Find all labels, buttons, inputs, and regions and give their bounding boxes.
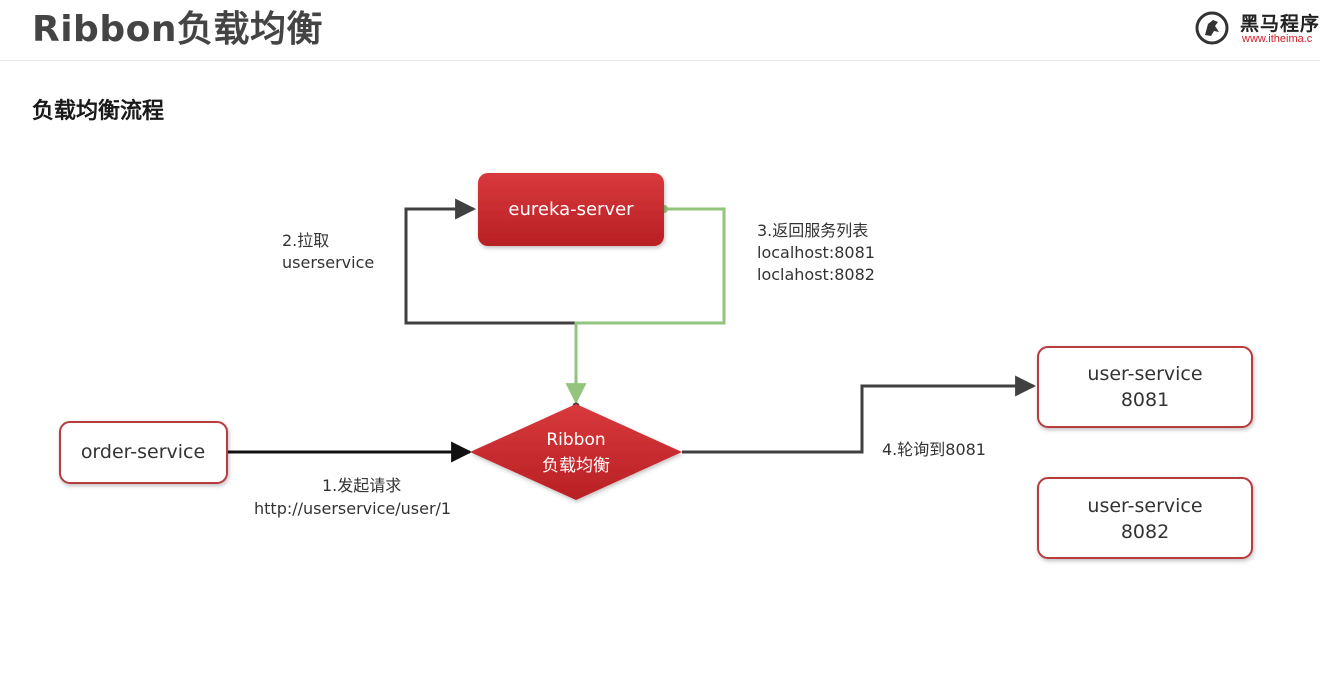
port-8082-label: 8082 xyxy=(1121,521,1169,543)
step2-label: 2.拉取 xyxy=(282,231,329,250)
step1-label: 1.发起请求 xyxy=(322,476,401,495)
return-list-arrow xyxy=(565,207,726,405)
logo-url: www.itheima.c xyxy=(1242,33,1313,45)
user-service-8082-node: user-service 8082 xyxy=(1037,477,1253,559)
slide-header: Ribbon负载均衡 黑马程序 www.itheima.c xyxy=(0,0,1320,60)
user-service-label: user-service xyxy=(1087,495,1202,517)
ribbon-label: Ribbon xyxy=(546,430,605,450)
step1-url-label: http://userservice/user/1 xyxy=(254,499,451,518)
section-title: 负载均衡流程 xyxy=(32,99,165,124)
header-divider xyxy=(0,60,1320,61)
user-service-8081-node: user-service 8081 xyxy=(1037,346,1253,428)
step2-service-label: userservice xyxy=(282,253,374,272)
load-balance-label: 负载均衡 xyxy=(542,456,610,476)
order-service-node: order-service xyxy=(59,421,228,484)
page-title: Ribbon负载均衡 xyxy=(32,9,323,50)
logo-name: 黑马程序 xyxy=(1240,13,1320,35)
step3-host2-label: loclahost:8082 xyxy=(757,265,875,284)
step4-label: 4.轮询到8081 xyxy=(882,440,986,459)
step3-host1-label: localhost:8081 xyxy=(757,243,875,262)
step3-label: 3.返回服务列表 xyxy=(757,221,868,240)
pull-arrow xyxy=(404,198,576,325)
port-8081-label: 8081 xyxy=(1121,389,1169,411)
eureka-server-node: eureka-server xyxy=(478,173,664,246)
eureka-server-label: eureka-server xyxy=(508,199,634,220)
ribbon-load-balancer-node: Ribbon 负载均衡 xyxy=(470,404,682,500)
brand-logo: 黑马程序 www.itheima.c xyxy=(1192,6,1320,50)
route-arrow xyxy=(682,375,1037,454)
order-service-label: order-service xyxy=(81,441,205,463)
user-service-label: user-service xyxy=(1087,363,1202,385)
horse-logo-icon xyxy=(1195,11,1229,45)
